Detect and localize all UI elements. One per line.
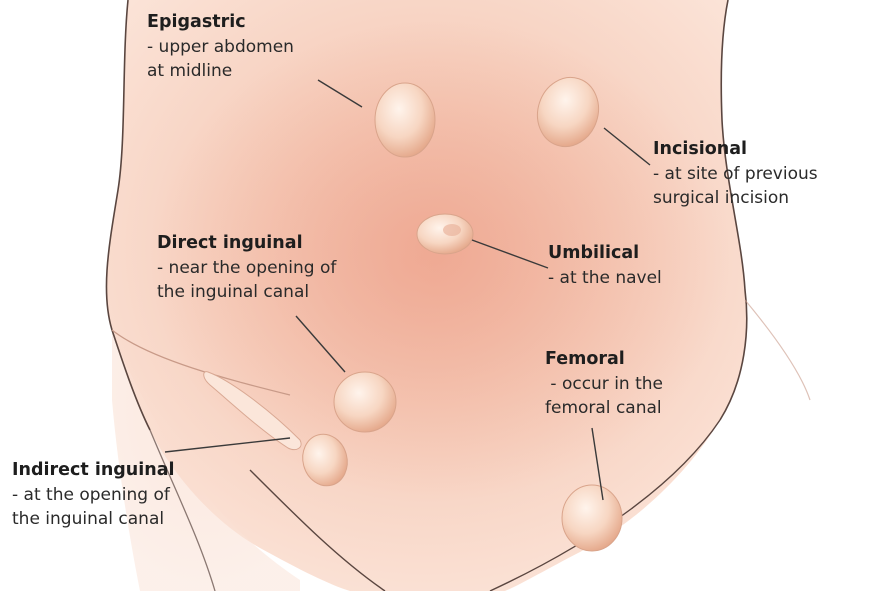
label-direct-inguinal: Direct inguinal - near the opening of th… [157, 230, 336, 304]
label-direct-inguinal-line-2: the inguinal canal [157, 280, 336, 304]
label-indirect-inguinal: Indirect inguinal - at the opening of th… [12, 457, 175, 531]
femoral-bulge [562, 485, 622, 551]
label-indirect-inguinal-line-2: the inguinal canal [12, 507, 175, 531]
label-direct-inguinal-title: Direct inguinal [157, 230, 336, 256]
label-indirect-inguinal-line-1: - at the opening of [12, 483, 175, 507]
navel-dimple [443, 224, 461, 236]
umbilical-bulge [417, 214, 473, 254]
label-femoral: Femoral - occur in the femoral canal [545, 346, 663, 420]
direct-inguinal-bulge [334, 372, 396, 432]
label-epigastric-line-1: - upper abdomen [147, 35, 294, 59]
label-umbilical-line-1: - at the navel [548, 266, 662, 290]
right-hip-line [745, 300, 810, 400]
label-epigastric: Epigastric - upper abdomen at midline [147, 9, 294, 83]
label-direct-inguinal-line-1: - near the opening of [157, 256, 336, 280]
label-femoral-line-2: femoral canal [545, 396, 663, 420]
label-incisional-line-1: - at site of previous [653, 162, 818, 186]
label-epigastric-title: Epigastric [147, 9, 294, 35]
label-incisional-title: Incisional [653, 136, 818, 162]
label-epigastric-line-2: at midline [147, 59, 294, 83]
epigastric-bulge [375, 83, 435, 157]
label-femoral-line-1: - occur in the [545, 372, 663, 396]
label-femoral-title: Femoral [545, 346, 663, 372]
label-incisional: Incisional - at site of previous surgica… [653, 136, 818, 210]
label-umbilical: Umbilical - at the navel [548, 240, 662, 290]
label-indirect-inguinal-title: Indirect inguinal [12, 457, 175, 483]
label-incisional-line-2: surgical incision [653, 186, 818, 210]
label-umbilical-title: Umbilical [548, 240, 662, 266]
